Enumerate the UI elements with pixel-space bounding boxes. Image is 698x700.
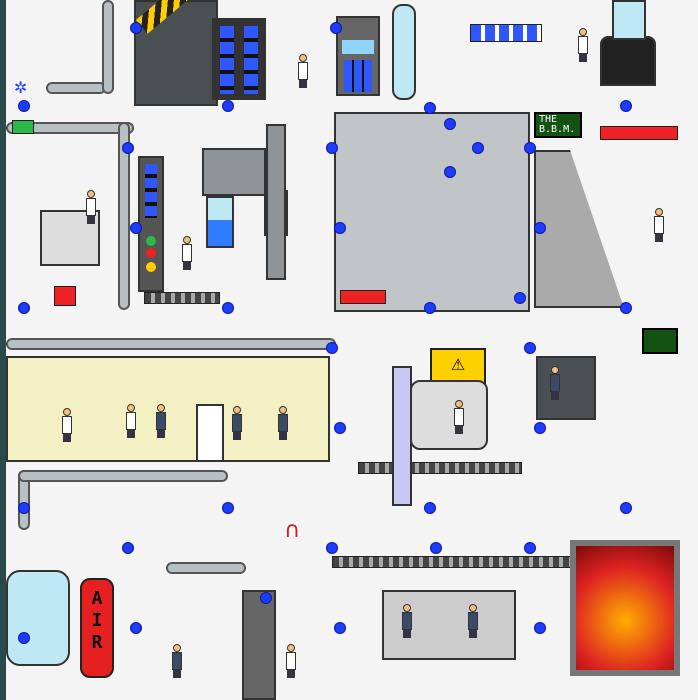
node-37[interactable] xyxy=(534,622,546,634)
worker-top-right xyxy=(578,28,588,62)
worker-armchair xyxy=(62,408,72,442)
pipe-upper-left xyxy=(6,122,134,134)
blue-creature-icon: ✲ xyxy=(14,78,28,97)
blue-tube-1 xyxy=(206,196,234,248)
worker-generator xyxy=(182,236,192,270)
worker-ramp xyxy=(654,208,664,242)
node-10[interactable] xyxy=(472,142,484,154)
blender-jar xyxy=(612,0,646,40)
worker-stall-1 xyxy=(402,604,412,638)
node-16[interactable] xyxy=(18,302,30,314)
worker-drill xyxy=(86,190,96,224)
node-9[interactable] xyxy=(444,118,456,130)
pipe-bottom-middle xyxy=(166,562,246,574)
ramp-machine xyxy=(534,150,624,308)
pipe-top-left-vertical xyxy=(102,0,114,94)
node-19[interactable] xyxy=(514,292,526,304)
node-25[interactable] xyxy=(18,502,30,514)
worker-table-1 xyxy=(232,406,242,440)
magnet-icon: ∩ xyxy=(284,518,301,543)
node-21[interactable] xyxy=(326,342,338,354)
node-35[interactable] xyxy=(260,592,272,604)
battery-rack xyxy=(212,18,266,100)
blender-machine xyxy=(600,36,656,86)
node-28[interactable] xyxy=(620,502,632,514)
node-13[interactable] xyxy=(130,222,142,234)
node-5[interactable] xyxy=(620,100,632,112)
signal-panel xyxy=(138,156,164,292)
central-processor xyxy=(334,112,530,312)
pipe-upper-left-drop xyxy=(118,122,130,310)
node-4[interactable] xyxy=(424,102,436,114)
air-tank: AIR xyxy=(80,578,114,678)
node-20[interactable] xyxy=(620,302,632,314)
worker-booth xyxy=(550,366,560,400)
blue-grid-machine xyxy=(336,16,380,96)
node-6[interactable] xyxy=(18,100,30,112)
lavender-pipe xyxy=(392,366,412,506)
node-7[interactable] xyxy=(122,142,134,154)
water-tank xyxy=(6,570,70,666)
factory-board: ✲ THE B.B.M. xyxy=(6,0,698,700)
node-15[interactable] xyxy=(534,222,546,234)
u-tube-top xyxy=(392,4,416,100)
worker-scientist xyxy=(298,54,308,88)
node-29[interactable] xyxy=(122,542,134,554)
node-33[interactable] xyxy=(18,632,30,644)
worker-bottom-1 xyxy=(172,644,182,678)
fridge xyxy=(196,404,224,462)
node-34[interactable] xyxy=(130,622,142,634)
node-23[interactable] xyxy=(334,422,346,434)
node-18[interactable] xyxy=(424,302,436,314)
node-14[interactable] xyxy=(334,222,346,234)
node-31[interactable] xyxy=(430,542,442,554)
node-11[interactable] xyxy=(444,166,456,178)
node-32[interactable] xyxy=(524,542,536,554)
node-36[interactable] xyxy=(334,622,346,634)
bbm-sign-line1: THE xyxy=(539,114,558,125)
air-tank-label: AIR xyxy=(91,588,103,653)
node-22[interactable] xyxy=(524,342,536,354)
node-2[interactable] xyxy=(222,100,234,112)
worker-chamber xyxy=(454,400,464,434)
worker-stall-2 xyxy=(468,604,478,638)
break-room xyxy=(6,356,330,462)
worker-lounge-2 xyxy=(156,404,166,438)
operator-booth xyxy=(536,356,596,420)
node-30[interactable] xyxy=(326,542,338,554)
node-27[interactable] xyxy=(424,502,436,514)
pipe-top-left xyxy=(46,82,106,94)
node-3[interactable] xyxy=(330,22,342,34)
devil-portal xyxy=(570,540,680,676)
warning-machine: ⚠ xyxy=(430,348,486,386)
bottom-press xyxy=(242,590,276,700)
bbm-sign-line2: B.B.M. xyxy=(539,124,576,135)
red-conveyor-top-right xyxy=(600,126,678,140)
node-8[interactable] xyxy=(326,142,338,154)
bbm-sign: THE B.B.M. xyxy=(534,112,582,138)
pipe-bottom-curve xyxy=(18,470,228,482)
worker-bottom-2 xyxy=(286,644,296,678)
node-17[interactable] xyxy=(222,302,234,314)
pipe-tower xyxy=(266,124,286,280)
green-monitor xyxy=(642,328,678,354)
blue-bead-conveyor xyxy=(470,24,542,42)
green-valve xyxy=(12,120,34,134)
node-24[interactable] xyxy=(534,422,546,434)
node-12[interactable] xyxy=(524,142,536,154)
node-1[interactable] xyxy=(130,22,142,34)
conveyor-center xyxy=(358,462,522,474)
red-hazard-plate xyxy=(340,290,386,304)
conveyor-bathroom xyxy=(332,556,574,568)
warning-triangle-icon: ⚠ xyxy=(450,355,466,374)
worker-lounge-1 xyxy=(126,404,136,438)
worker-table-2 xyxy=(278,406,288,440)
inspection-chamber xyxy=(410,380,488,450)
conveyor-generator xyxy=(144,292,220,304)
node-26[interactable] xyxy=(222,502,234,514)
pipe-break-room-top xyxy=(6,338,336,350)
generator-head xyxy=(202,148,266,196)
red-bucket xyxy=(54,286,76,306)
